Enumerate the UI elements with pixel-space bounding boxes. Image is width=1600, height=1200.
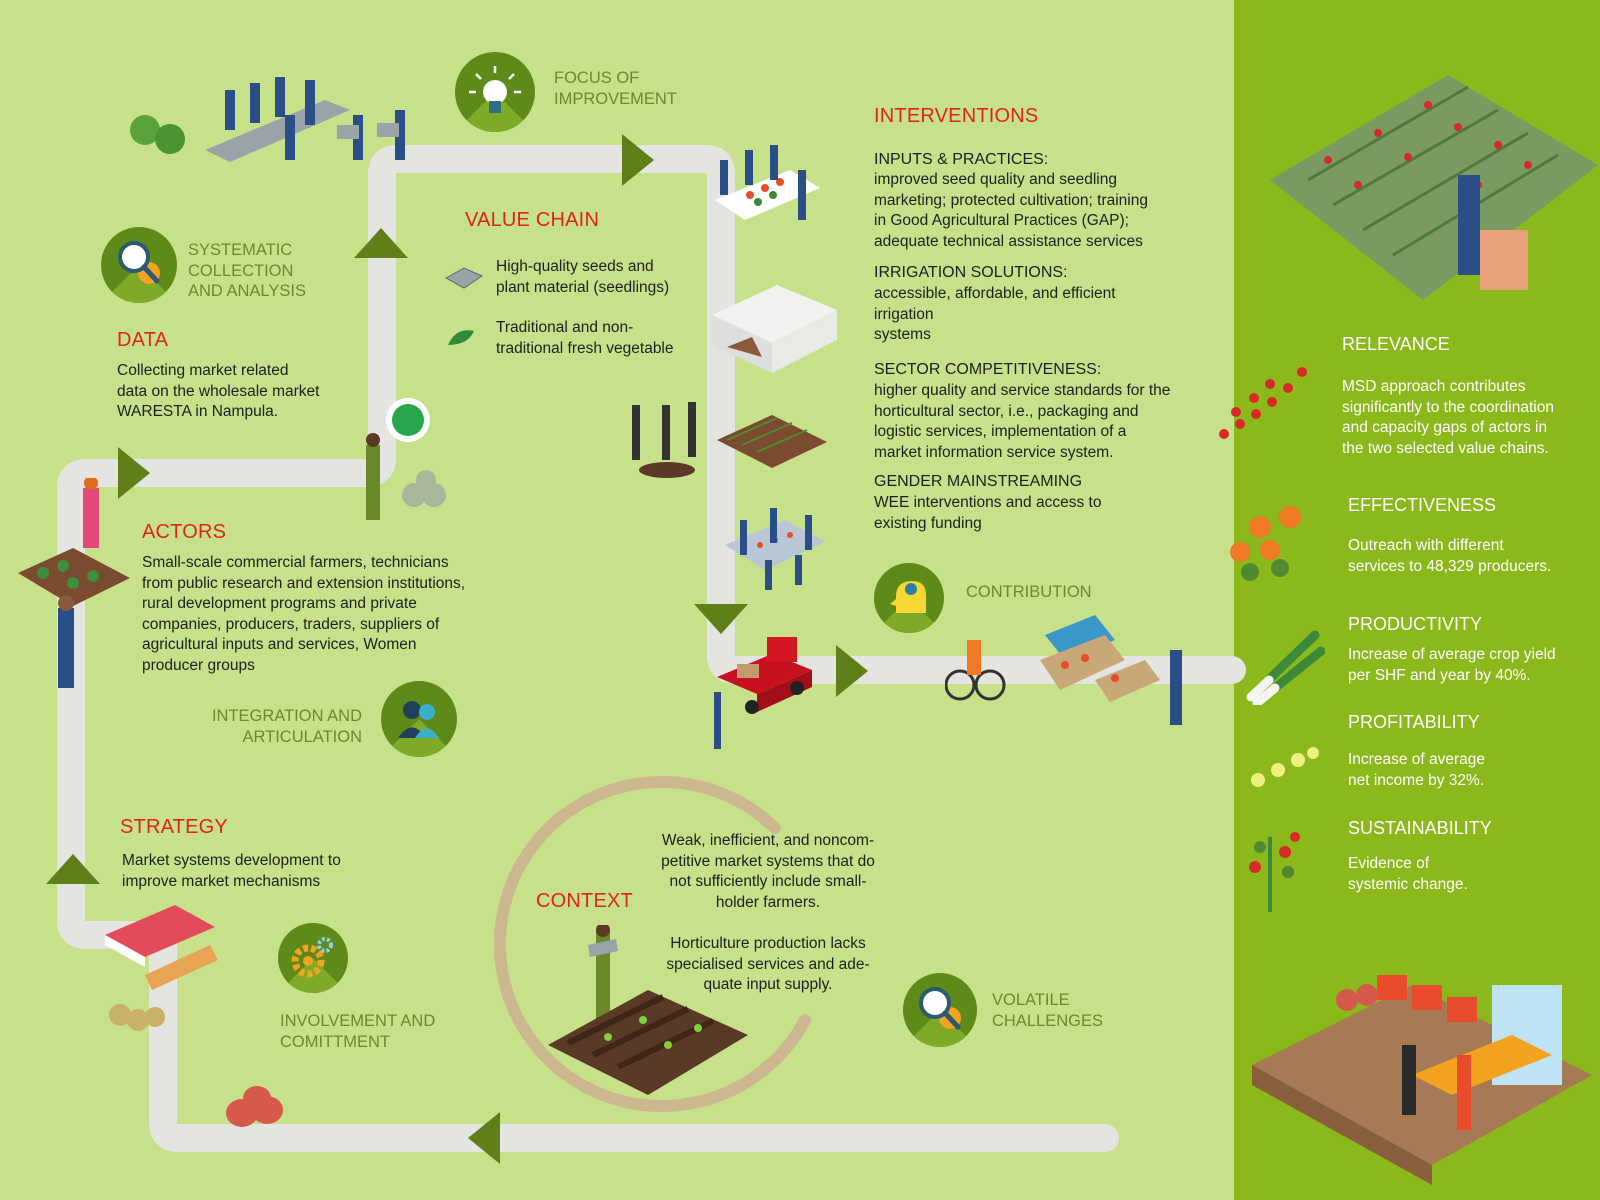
intervention-heading-2: IRRIGATION SOLUTIONS:: [874, 264, 1068, 281]
tomato-plant-icon: [1249, 832, 1300, 912]
context-arc: [493, 776, 811, 1112]
contribution-label: CONTRIBUTION: [966, 583, 1092, 601]
interventions-title: INTERVENTIONS: [874, 105, 1039, 127]
intervention-text-3: higher quality and service standards for…: [874, 382, 1171, 461]
value-chain-title: VALUE CHAIN: [465, 209, 600, 231]
productivity-title: PRODUCTIVITY: [1348, 614, 1483, 634]
value-chain-item-2: Traditional and non- traditional fresh v…: [496, 319, 674, 357]
shop-counter-illustration: [1252, 975, 1592, 1185]
intervention-text-2: accessible, affordable, and efficient ir…: [874, 285, 1116, 343]
profitability-title: PROFITABILITY: [1348, 712, 1480, 732]
volatile-circle: [903, 973, 977, 1047]
value-chain-item-1: High-quality seeds and plant material (s…: [496, 258, 670, 296]
arrow-right-3: [836, 645, 868, 697]
intervention-heading-4: GENDER MAINSTREAMING: [874, 473, 1083, 490]
data-title: DATA: [117, 329, 169, 351]
profitability-text: Increase of average net income by 32%.: [1348, 751, 1486, 789]
focus-label: FOCUS OF IMPROVEMENT: [554, 69, 677, 108]
sustainability-title: SUSTAINABILITY: [1348, 818, 1492, 838]
farmers-illustration: [18, 478, 130, 688]
magnifier-gear-icon: [919, 987, 961, 1030]
greenhouse-illustration: [712, 285, 837, 373]
contribution-circle: [874, 563, 944, 633]
vegetable-stall-illustration: [715, 145, 820, 220]
seed-tray-icon: [444, 267, 484, 289]
focus-circle: [455, 52, 535, 132]
arrow-up-1: [46, 854, 100, 884]
gears-icon: [291, 937, 333, 978]
lightbulb-icon: [469, 66, 521, 113]
leek-icon: [1246, 630, 1325, 705]
context-text-1: Weak, inefficient, and noncom- petitive …: [661, 832, 875, 911]
volatile-label: VOLATILE CHALLENGES: [992, 991, 1103, 1030]
productivity-text: Increase of average crop yield per SHF a…: [1348, 646, 1556, 684]
irrigation-illustration: [632, 402, 827, 478]
systematic-circle: [101, 227, 177, 303]
magnifier-gear-icon: [118, 241, 160, 284]
strategy-title: STRATEGY: [120, 816, 228, 838]
intervention-text-1: improved seed quality and seedling marke…: [874, 171, 1148, 250]
intervention-heading-1: INPUTS & PRACTICES:: [874, 151, 1049, 168]
integration-label: INTEGRATION AND ARTICULATION: [211, 707, 362, 746]
leaf-icon: [448, 330, 474, 345]
actors-text: Small-scale commercial farmers, technici…: [142, 554, 466, 674]
effectiveness-text: Outreach with different services to 48,3…: [1348, 537, 1552, 575]
integration-circle: [381, 681, 457, 757]
phone-farmer-illustration: [366, 398, 446, 520]
packing-illustration: [725, 508, 825, 590]
market-stall-illustration: [945, 615, 1182, 725]
shop-stall-illustration: [105, 905, 218, 1031]
systematic-label: SYSTEMATIC COLLECTION AND ANALYSIS: [188, 241, 306, 300]
truck-illustration: [714, 637, 812, 749]
tomato-field-illustration: [1270, 75, 1598, 300]
context-title: CONTEXT: [536, 890, 633, 912]
strategy-text: Market systems development to improve ma…: [122, 852, 341, 890]
arrow-left-1: [468, 1112, 500, 1164]
sacks-illustration: [226, 1086, 283, 1127]
tomato-branch-icon: [1219, 367, 1307, 439]
flower-icon: [1251, 747, 1319, 787]
sustainability-text: Evidence of systemic change.: [1348, 855, 1468, 893]
involvement-circle: [278, 923, 348, 993]
relevance-text: MSD approach contributes significantly t…: [1342, 378, 1554, 457]
arrow-up-2: [354, 228, 408, 258]
seedling-workers-illustration: [130, 77, 405, 162]
intervention-heading-3: SECTOR COMPETITIVENESS:: [874, 361, 1102, 378]
people-icon: [398, 701, 439, 738]
effectiveness-title: EFFECTIVENESS: [1348, 495, 1497, 515]
relevance-title: RELEVANCE: [1342, 334, 1450, 354]
actors-title: ACTORS: [142, 521, 227, 543]
data-text: Collecting market related data on the wh…: [117, 362, 320, 420]
involvement-label: INVOLVEMENT AND COMITTMENT: [280, 1012, 436, 1051]
head-idea-icon: [890, 581, 926, 613]
pumpkin-plant-icon: [1230, 506, 1301, 581]
intervention-text-4: WEE interventions and access to existing…: [874, 494, 1102, 532]
arrow-right-2: [622, 134, 654, 186]
arrow-right-1: [118, 447, 150, 499]
field-illustration: [548, 925, 748, 1095]
context-text-2: Horticulture production lacks specialise…: [666, 935, 870, 993]
arrow-down-1: [694, 604, 748, 634]
